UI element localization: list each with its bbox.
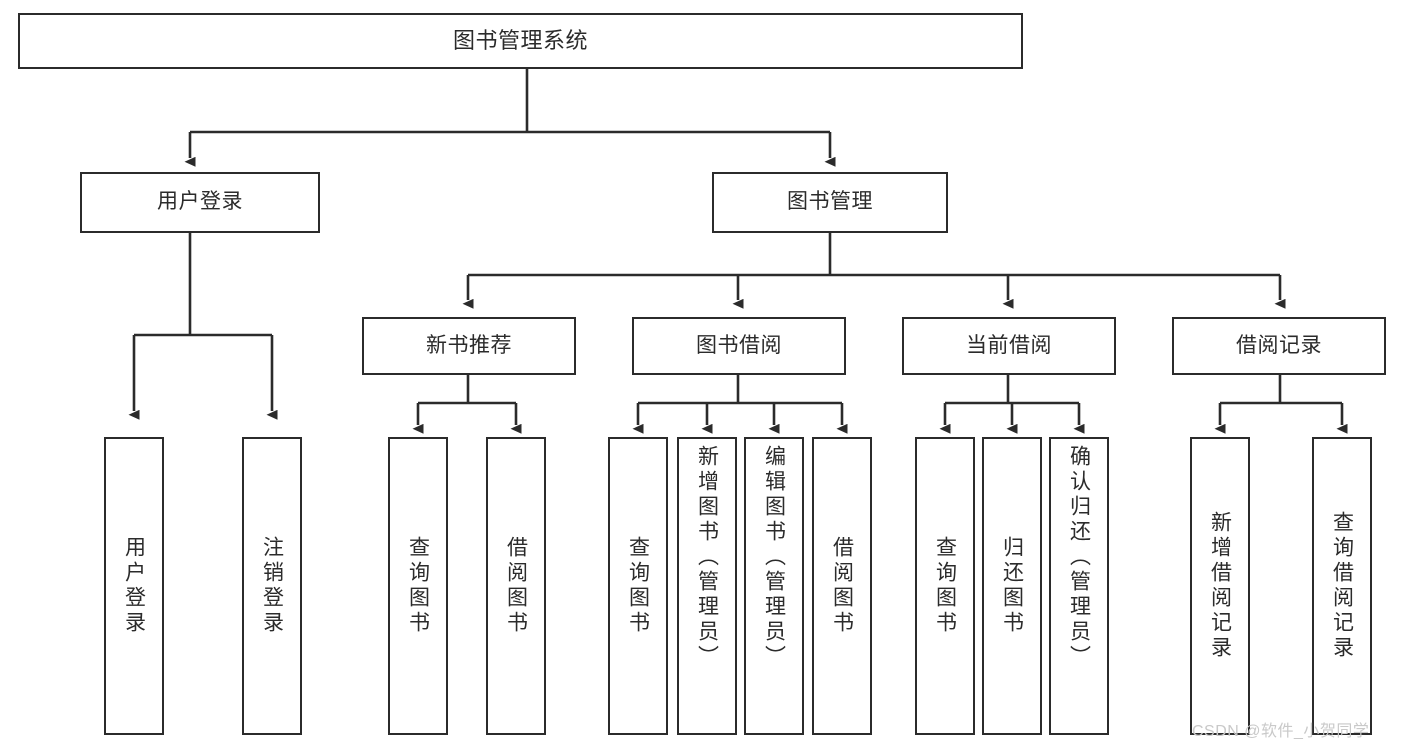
node-leaf-borrow-book-1[interactable]: 借阅图书: [486, 437, 546, 735]
node-leaf-user-login[interactable]: 用户登录: [104, 437, 164, 735]
node-borrow-record[interactable]: 借阅记录: [1172, 317, 1386, 375]
node-leaf-borrow-book-2[interactable]: 借阅图书: [812, 437, 872, 735]
node-label: 查询图书: [933, 536, 957, 636]
node-label: 确认归还（管理员）: [1067, 445, 1091, 670]
node-leaf-query-book-2[interactable]: 查询图书: [608, 437, 668, 735]
node-label: 查询图书: [626, 536, 650, 636]
node-current-borrow[interactable]: 当前借阅: [902, 317, 1116, 375]
node-leaf-query-book-3[interactable]: 查询图书: [915, 437, 975, 735]
node-new-book-recommend[interactable]: 新书推荐: [362, 317, 576, 375]
node-label: 当前借阅: [966, 333, 1052, 357]
node-leaf-confirm-return-admin[interactable]: 确认归还（管理员）: [1049, 437, 1109, 735]
node-label: 图书管理: [787, 190, 873, 214]
node-label: 借阅图书: [830, 536, 854, 636]
node-label: 新增图书（管理员）: [695, 445, 719, 670]
node-book-borrow[interactable]: 图书借阅: [632, 317, 846, 375]
csdn-watermark: CSDN @软件_小贺同学: [1192, 723, 1370, 740]
node-label: 查询借阅记录: [1330, 511, 1354, 661]
node-leaf-logout-login[interactable]: 注销登录: [242, 437, 302, 735]
node-label: 借阅记录: [1236, 333, 1322, 357]
node-label: 新增借阅记录: [1208, 511, 1232, 661]
node-leaf-edit-book-admin[interactable]: 编辑图书（管理员）: [744, 437, 804, 735]
node-leaf-add-book-admin[interactable]: 新增图书（管理员）: [677, 437, 737, 735]
node-label: 借阅图书: [504, 536, 528, 636]
node-label: 图书借阅: [696, 333, 782, 357]
node-leaf-query-borrow-record[interactable]: 查询借阅记录: [1312, 437, 1372, 735]
node-label: 编辑图书（管理员）: [762, 445, 786, 670]
node-leaf-return-book[interactable]: 归还图书: [982, 437, 1042, 735]
node-leaf-query-book-1[interactable]: 查询图书: [388, 437, 448, 735]
node-book-manage[interactable]: 图书管理: [712, 172, 948, 233]
node-label: 注销登录: [260, 536, 284, 636]
node-label: 用户登录: [157, 190, 243, 214]
node-label: 查询图书: [406, 536, 430, 636]
node-label: 图书管理系统: [452, 27, 588, 53]
node-leaf-add-borrow-record[interactable]: 新增借阅记录: [1190, 437, 1250, 735]
node-label: 新书推荐: [426, 333, 512, 357]
node-label: 归还图书: [1000, 536, 1024, 636]
node-user-login[interactable]: 用户登录: [80, 172, 320, 233]
node-root-system[interactable]: 图书管理系统: [18, 13, 1023, 69]
node-label: 用户登录: [122, 536, 146, 636]
